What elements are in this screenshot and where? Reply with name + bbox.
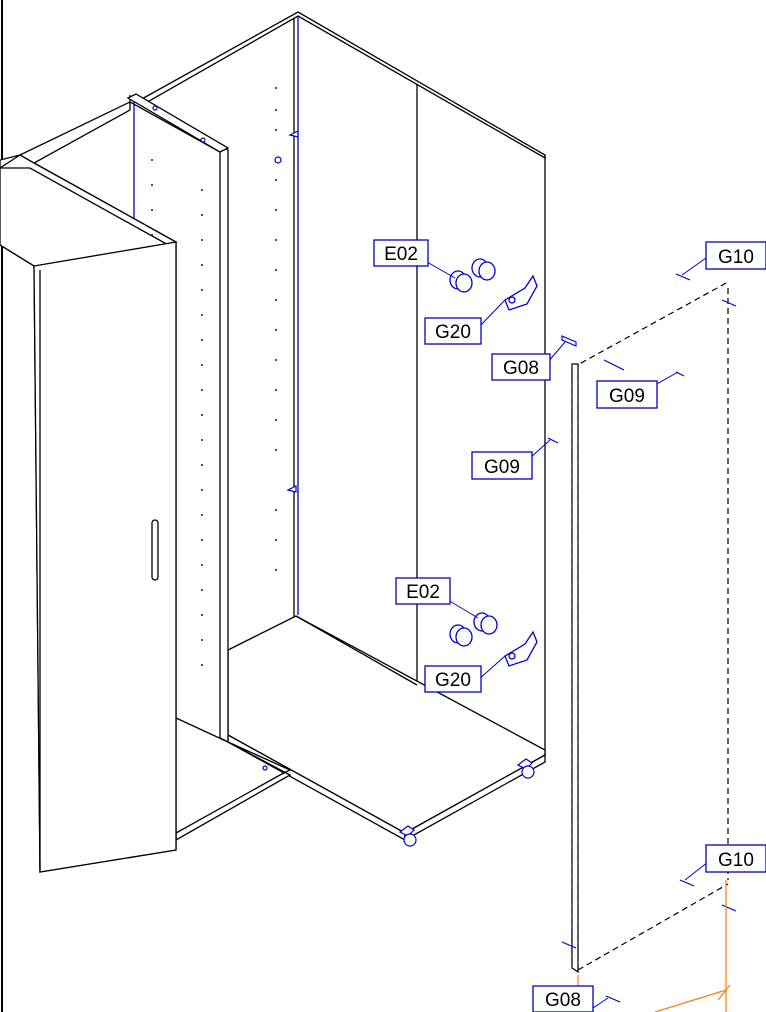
callout-label: G09 bbox=[484, 457, 520, 478]
screws bbox=[547, 273, 737, 1003]
hardware-g20-top bbox=[504, 274, 538, 311]
callout-e02-bottom: E02 bbox=[395, 577, 479, 619]
callout-label: E02 bbox=[384, 244, 418, 265]
callout-label: G20 bbox=[435, 322, 471, 343]
callout-g08-bottom: G08 bbox=[532, 985, 609, 1012]
hardware-e02-top bbox=[449, 258, 496, 293]
hardware-g20-bottom bbox=[504, 630, 538, 667]
shelf-hole-dots bbox=[151, 87, 277, 666]
callout-label: G09 bbox=[609, 386, 645, 407]
callout-g08-top: G08 bbox=[491, 341, 566, 381]
hardware-e02-bottom bbox=[449, 612, 498, 647]
callout-g10-bottom: G10 bbox=[684, 844, 766, 881]
callout-label: G10 bbox=[718, 850, 754, 871]
callout-label: G08 bbox=[503, 358, 539, 379]
callout-g10-top: G10 bbox=[681, 241, 766, 276]
callout-label: G20 bbox=[435, 670, 471, 691]
callout-e02-top: E02 bbox=[373, 239, 456, 279]
callout-label: E02 bbox=[406, 582, 440, 603]
door-handle[interactable] bbox=[151, 519, 159, 581]
left-corner-unit bbox=[0, 100, 178, 873]
callout-label: G10 bbox=[718, 247, 754, 268]
callout-g09-right: G09 bbox=[596, 371, 679, 409]
callout-g09-mid: G09 bbox=[471, 439, 551, 480]
callout-g20-bottom: G20 bbox=[424, 655, 506, 693]
cabinet-bottom-panel bbox=[227, 615, 546, 834]
callout-g20-top: G20 bbox=[424, 299, 506, 345]
carcass-hardware bbox=[152, 105, 535, 847]
door-panel bbox=[33, 241, 177, 873]
guide-lines bbox=[577, 880, 731, 1012]
callout-label: G08 bbox=[545, 990, 581, 1011]
exploded-panel-corner bbox=[571, 363, 579, 974]
